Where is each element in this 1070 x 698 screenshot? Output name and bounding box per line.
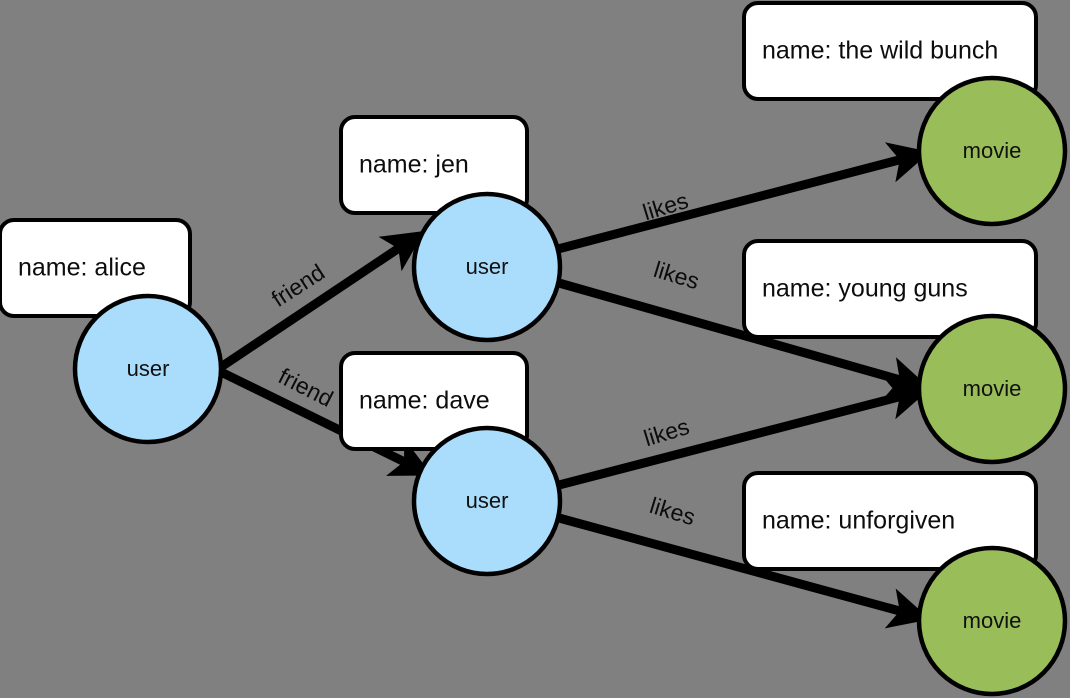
property-box: name: unforgiven [742,471,1038,571]
property-box-label: name: unforgiven [762,507,955,535]
graph-edge[interactable] [219,367,433,476]
node-type-label: movie [963,608,1022,633]
property-box-label: name: jen [359,151,469,179]
property-box-label: name: alice [18,254,146,282]
property-box: name: young guns [742,239,1038,339]
node-circle[interactable] [72,293,224,445]
edges-layer [218,142,931,629]
property-box-label: name: young guns [762,275,968,303]
property-box-label: name: the wild bunch [762,37,998,65]
node-circle[interactable] [916,545,1068,697]
graph-edge[interactable] [557,513,931,629]
nodes-layer: user user user movie movie movie [72,75,1068,697]
graph-node-unforgiven[interactable]: movie [916,545,1068,697]
property-box: name: dave [339,351,529,451]
node-type-label: user [127,356,170,381]
node-circle[interactable] [916,313,1068,465]
node-circle[interactable] [916,75,1068,227]
graph-node-alice[interactable]: user [72,293,224,445]
graph-edge[interactable] [218,230,425,371]
edge-label: likes [651,256,703,294]
graph-node-the_wild_bunch[interactable]: movie [916,75,1068,227]
property-box-label: name: dave [359,387,490,415]
node-circle[interactable] [411,425,563,577]
property-box-rect [742,1,1038,101]
property-box: name: jen [339,115,529,215]
graph-node-jen[interactable]: user [411,191,563,343]
node-type-label: user [466,254,509,279]
graph-node-dave[interactable]: user [411,425,563,577]
edge-label: likes [641,413,693,451]
node-circle[interactable] [411,191,563,343]
edge-label: likes [647,492,699,530]
property-box-rect [742,471,1038,571]
property-box-rect [339,115,529,215]
graph-node-young_guns[interactable]: movie [916,313,1068,465]
property-box: name: the wild bunch [742,1,1038,101]
node-type-label: movie [963,376,1022,401]
property-boxes-layer: name: alice name: jen name: dave name: the … [0,1,1038,571]
graph-edge[interactable] [556,142,931,254]
node-type-label: user [466,488,509,513]
graph-edge[interactable] [557,278,931,398]
graph-edge[interactable] [557,379,931,490]
property-box-rect [742,239,1038,339]
node-type-label: movie [963,138,1022,163]
